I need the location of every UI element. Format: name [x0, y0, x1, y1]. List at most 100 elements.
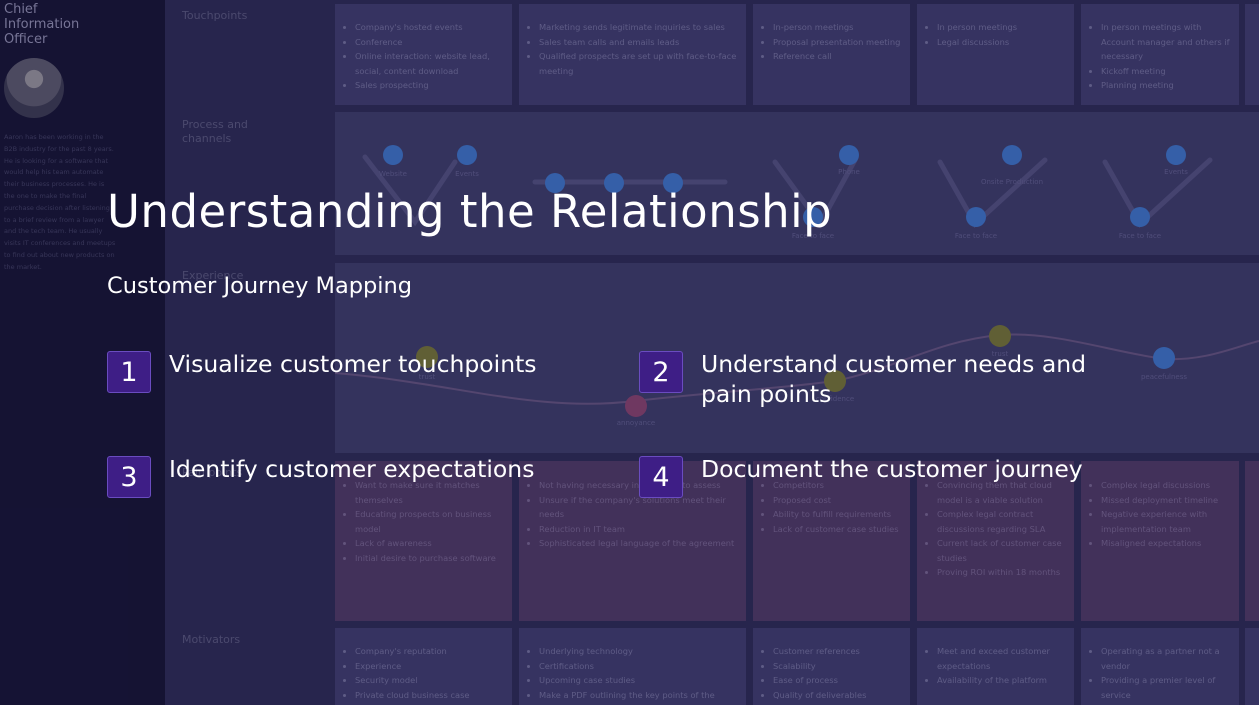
- emotion-curve: trust annoyance confidence trust peacefu…: [335, 325, 1259, 427]
- touchpoints-cell: [1245, 4, 1259, 105]
- point-text: Visualize customer touchpoints: [169, 350, 537, 378]
- list-item: Planning meeting: [1101, 78, 1233, 93]
- pain-cell: Convincing them that cloud model is a vi…: [917, 461, 1074, 621]
- point-4: 4 Document the customer journey: [639, 455, 1109, 498]
- motivators-cell: Meet and exceed customer expectations Av…: [917, 628, 1074, 705]
- events-icon: [1166, 145, 1186, 165]
- list-item: Convincing them that cloud model is a vi…: [937, 478, 1068, 507]
- document-icon: [1002, 145, 1022, 165]
- channel-label: Face to face: [792, 232, 834, 240]
- channel-label: Onsite Production: [981, 178, 1043, 186]
- list-item: Ability to fulfill requirements: [773, 507, 904, 522]
- user-icon: [803, 207, 823, 227]
- list-item: Quality of deliverables: [773, 688, 904, 703]
- persona-bio: Aaron has been working in the B2B indust…: [4, 133, 116, 271]
- list-item: In person meetings with Account manager …: [1101, 20, 1233, 64]
- point-text: Identify customer expectations: [169, 455, 535, 483]
- point-text: Document the customer journey: [701, 455, 1083, 483]
- list-item: Reference call: [773, 49, 904, 64]
- pain-points-band: Want to make sure it matches themselves …: [335, 461, 1259, 621]
- pain-cell: Not having necessary information to asse…: [519, 461, 746, 621]
- motivators-cell: Operating as a partner not a vendor Prov…: [1081, 628, 1239, 705]
- list-item: In-person meetings: [773, 20, 904, 35]
- list-item: Negative experience with implementation …: [1101, 507, 1233, 536]
- list-item: Misaligned expectations: [1101, 536, 1233, 551]
- list-item: Meet and exceed customer expectations: [937, 644, 1068, 673]
- touchpoints-band: Company's hosted events Conference Onlin…: [335, 4, 1259, 105]
- events-icon: [457, 145, 477, 165]
- emoji-icon: [625, 395, 647, 417]
- emotion-label: trust: [992, 350, 1009, 358]
- list-item: Sales prospecting: [355, 78, 506, 93]
- experience-band: trust annoyance confidence trust peacefu…: [335, 263, 1259, 453]
- point-1: 1 Visualize customer touchpoints: [107, 350, 577, 393]
- touchpoints-cell: In-person meetings Proposal presentation…: [753, 4, 910, 105]
- emoji-icon: [416, 346, 438, 368]
- motivators-cell: Company's reputation Experience Security…: [335, 628, 512, 705]
- touchpoints-cell: In person meetings Legal discussions: [917, 4, 1074, 105]
- list-item: Online interaction: website lead, social…: [355, 49, 506, 78]
- list-item: Sophisticated legal language of the agre…: [539, 536, 740, 551]
- list-item: Customer references: [773, 644, 904, 659]
- list-item: Company's reputation: [355, 644, 506, 659]
- persona-avatar: [4, 58, 64, 118]
- touchpoints-cell: In person meetings with Account manager …: [1081, 4, 1239, 105]
- channel-label: Phone: [838, 168, 860, 176]
- list-item: Security model: [355, 673, 506, 688]
- list-item: Certifications: [539, 659, 740, 674]
- channel-label: Website: [379, 170, 407, 178]
- emotion-label: confidence: [816, 395, 854, 403]
- pain-cell: Complex legal discussions Missed deploym…: [1081, 461, 1239, 621]
- list-item: Current lack of customer case studies: [937, 536, 1068, 565]
- channel-label: Face to face: [955, 232, 997, 240]
- slide-title: Understanding the Relationship: [107, 185, 833, 238]
- list-item: Experience: [355, 659, 506, 674]
- list-item: Company's hosted events: [355, 20, 506, 35]
- point-2: 2 Understand customer needs and pain poi…: [639, 350, 1099, 409]
- list-item: Initial desire to purchase software: [355, 551, 506, 566]
- list-item: Make a PDF outlining the key points of t…: [539, 688, 740, 703]
- list-item: Lack of awareness: [355, 536, 506, 551]
- list-item: Competitors: [773, 478, 904, 493]
- list-item: Ease of process: [773, 673, 904, 688]
- list-item: Proposed cost: [773, 493, 904, 508]
- user-icon: [966, 207, 986, 227]
- emoji-icon: [1153, 347, 1175, 369]
- list-item: Qualified prospects are set up with face…: [539, 49, 740, 78]
- list-item: Complex legal contract discussions regar…: [937, 507, 1068, 536]
- email-icon: [545, 173, 565, 193]
- row-label-process: Process and channels: [182, 118, 248, 145]
- list-item: Upcoming case studies: [539, 673, 740, 688]
- list-item: Lack of customer case studies: [773, 522, 904, 537]
- list-item: Conference: [355, 35, 506, 50]
- list-item: Underlying technology: [539, 644, 740, 659]
- pain-cell: Competitors Proposed cost Ability to ful…: [753, 461, 910, 621]
- list-item: Unsure if the company's solutions meet t…: [539, 493, 740, 522]
- persona-title: Chief Information Officer: [4, 2, 80, 47]
- touchpoints-cell: Marketing sends legitimate inquiries to …: [519, 4, 746, 105]
- number-badge: 1: [107, 351, 151, 393]
- list-item: Missed deployment timeline: [1101, 493, 1233, 508]
- process-band: Website Events Phone Onsite Production E…: [335, 112, 1259, 255]
- list-item: Marketing sends legitimate inquiries to …: [539, 20, 740, 35]
- channel-label: Events: [455, 170, 479, 178]
- list-item: Proposal presentation meeting: [773, 35, 904, 50]
- channel-flow-diagram: Website Events Phone Onsite Production E…: [362, 145, 1213, 240]
- point-3: 3 Identify customer expectations: [107, 455, 577, 498]
- motivators-cell: Customer references Scalability Ease of …: [753, 628, 910, 705]
- row-label-touchpoints: Touchpoints: [182, 9, 248, 22]
- slide-subtitle: Customer Journey Mapping: [107, 273, 413, 299]
- motivators-band: Company's reputation Experience Security…: [335, 628, 1259, 705]
- pain-cell: [1245, 461, 1259, 621]
- list-item: Proving ROI within 18 months: [937, 565, 1068, 580]
- email-icon: [604, 173, 624, 193]
- list-item: Complex legal discussions: [1101, 478, 1233, 493]
- point-text: Understand customer needs and pain point…: [701, 350, 1087, 408]
- row-label-pain-points: Pain points: [182, 466, 243, 479]
- number-badge: 3: [107, 456, 151, 498]
- flow-arrow: [362, 154, 458, 227]
- list-item: Legal discussions: [937, 35, 1068, 50]
- touchpoints-cell: Company's hosted events Conference Onlin…: [335, 4, 512, 105]
- list-item: Private cloud business case: [355, 688, 506, 703]
